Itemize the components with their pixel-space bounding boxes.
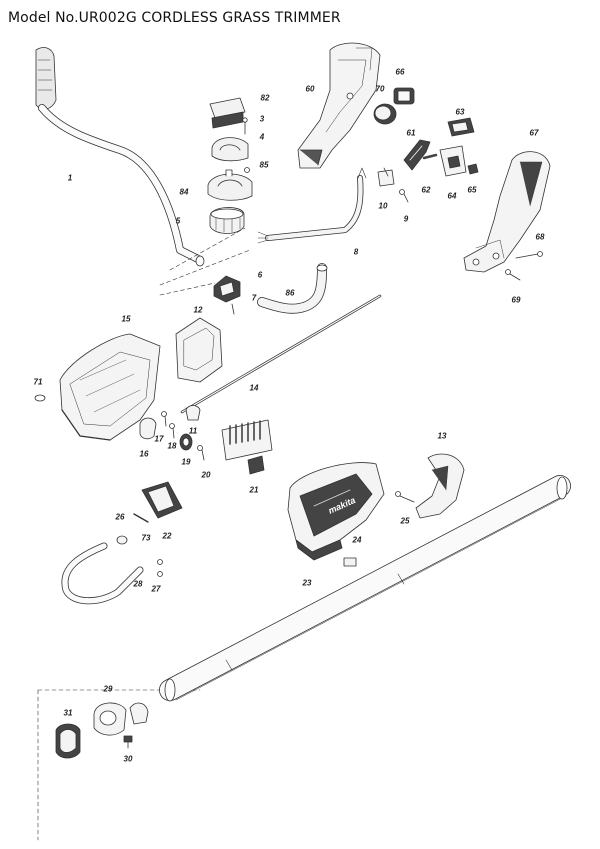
label-part-9: 9 (403, 214, 409, 224)
label-part-25: 25 (400, 516, 410, 526)
part-1-loop-handle (35, 47, 205, 267)
part-5-ring-holder (209, 207, 245, 234)
part-63-lock-lever (447, 117, 475, 137)
part-26-cap (116, 535, 128, 545)
label-part-16: 16 (139, 449, 149, 459)
label-part-71: 71 (33, 377, 43, 387)
label-part-66: 66 (395, 67, 405, 77)
label-part-63: 63 (455, 107, 465, 117)
part-64-switch-lever (439, 145, 467, 177)
part-73-clip (133, 513, 149, 523)
part-7-screw (231, 303, 235, 315)
part-24-label (343, 557, 357, 567)
label-part-8: 8 (353, 247, 359, 257)
part-30-screw (123, 735, 133, 749)
label-part-60: 60 (305, 84, 315, 94)
label-part-23: 23 (302, 578, 312, 588)
label-part-29: 29 (103, 684, 113, 694)
label-part-64: 64 (447, 191, 457, 201)
part-31-clamp (55, 723, 81, 759)
part-18-screw (169, 423, 175, 439)
part-9-screw (399, 189, 409, 203)
label-part-85: 85 (259, 160, 269, 170)
label-part-82: 82 (260, 93, 270, 103)
part-62-spring (422, 153, 438, 160)
part-15-motor-housing (59, 333, 161, 441)
part-10-holder (377, 167, 395, 187)
label-part-69: 69 (511, 295, 521, 305)
label-part-86: 86 (285, 288, 295, 298)
part-65-clip (467, 163, 479, 175)
part-25-screw (395, 491, 415, 503)
label-part-10: 10 (378, 201, 388, 211)
part-16-collar (139, 417, 157, 440)
label-part-15: 15 (121, 314, 131, 324)
label-part-31: 31 (63, 708, 73, 718)
label-part-7: 7 (251, 293, 257, 303)
label-part-14: 14 (249, 383, 259, 393)
main-shaft (159, 475, 571, 702)
part-21-terminal-block (221, 419, 273, 475)
label-part-24: 24 (352, 535, 362, 545)
part-11-collar (185, 405, 201, 421)
label-part-21: 21 (249, 485, 259, 495)
part-60-handle-housing (297, 42, 381, 169)
part-71-pin (34, 394, 46, 402)
part-29-clamp (93, 702, 149, 736)
label-part-1: 1 (67, 173, 73, 183)
part-8-cable (257, 167, 367, 244)
part-23-battery-housing: makita (287, 462, 385, 561)
part-13-cover (415, 453, 465, 519)
label-part-22: 22 (162, 531, 172, 541)
part-85-pin (244, 167, 250, 173)
label-part-17: 17 (154, 434, 164, 444)
label-part-68: 68 (535, 232, 545, 242)
part-12-bracket (175, 317, 223, 383)
label-part-13: 13 (437, 431, 447, 441)
part-6-cable-clamp (213, 275, 241, 303)
part-70-button (373, 103, 397, 125)
label-part-27: 27 (151, 584, 161, 594)
label-part-62: 62 (421, 185, 431, 195)
label-part-30: 30 (123, 754, 133, 764)
label-part-73: 73 (141, 533, 151, 543)
label-part-61: 61 (406, 128, 416, 138)
part-84-clamp-lower (207, 169, 253, 201)
label-part-26: 26 (115, 512, 125, 522)
part-28-loop-guard (61, 542, 144, 605)
part-61-trigger (403, 139, 431, 171)
part-27-screw (157, 559, 163, 577)
part-82-clamp-cap (209, 97, 246, 129)
label-part-4: 4 (259, 132, 265, 142)
label-part-84: 84 (179, 187, 189, 197)
label-part-6: 6 (257, 270, 263, 280)
label-part-18: 18 (167, 441, 177, 451)
part-69-screw (505, 269, 521, 281)
part-66-switch (393, 87, 415, 105)
label-part-70: 70 (375, 84, 385, 94)
label-part-65: 65 (467, 185, 477, 195)
part-86-tube (257, 263, 328, 314)
label-part-19: 19 (181, 457, 191, 467)
part-4-clamp-upper (211, 137, 249, 162)
label-part-67: 67 (529, 128, 539, 138)
diagram-title: Model No.UR002G CORDLESS GRASS TRIMMER (8, 10, 341, 26)
label-part-11: 11 (188, 426, 198, 436)
label-part-3: 3 (259, 114, 265, 124)
part-68-screw (515, 251, 543, 259)
label-part-28: 28 (133, 579, 143, 589)
part-22-plate (141, 481, 183, 519)
label-part-5: 5 (175, 216, 181, 226)
label-part-20: 20 (201, 470, 211, 480)
part-17-screw (161, 411, 167, 427)
part-67-rear-grip (463, 151, 551, 273)
part-20-screw (197, 445, 205, 461)
label-part-12: 12 (193, 305, 203, 315)
